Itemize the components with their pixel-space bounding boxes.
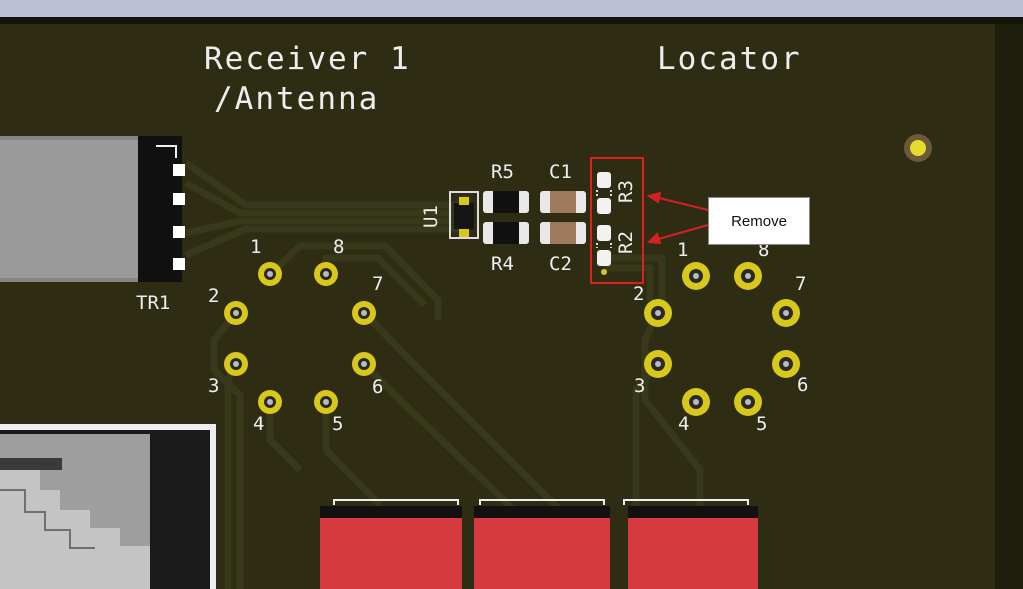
tr1-side [138, 136, 182, 282]
left-connector-pads [224, 262, 376, 414]
resistor-r4 [483, 222, 529, 244]
tr1-silk-corner [156, 145, 177, 158]
locator-title: Locator [657, 41, 802, 77]
resistor-r3-footprint [596, 172, 612, 214]
right-pin-label: 3 [634, 375, 646, 397]
left-pin-label: 4 [253, 413, 265, 435]
left-pin-label: 6 [372, 376, 384, 398]
mounting-pad [904, 134, 932, 162]
receiver-title-line1: Receiver 1 [204, 41, 411, 77]
right-pin-label: 7 [795, 273, 807, 295]
right-pin-label: 1 [677, 239, 689, 261]
refdes-c1: C1 [549, 161, 572, 183]
callout-arrows [646, 191, 709, 245]
remove-highlight-box [590, 157, 644, 284]
via [601, 269, 607, 275]
u1-pad [459, 197, 469, 205]
refdes-tr1: TR1 [136, 292, 171, 314]
red-button-1 [320, 499, 462, 589]
right-pin-label: 5 [756, 413, 768, 435]
tr1-body [0, 140, 138, 278]
right-pin-label: 2 [633, 283, 645, 305]
capacitor-c2 [540, 222, 586, 244]
bottom-connector [0, 424, 216, 589]
red-button-2 [474, 499, 610, 589]
remove-callout-label: Remove [708, 197, 810, 245]
refdes-r4: R4 [491, 253, 514, 275]
right-pin-label: 8 [758, 239, 770, 261]
resistor-r5 [483, 191, 529, 213]
u1-pad [459, 229, 469, 237]
right-pin-label: 4 [678, 413, 690, 435]
right-connector-pads [644, 262, 800, 416]
refdes-r3: R3 [614, 180, 637, 203]
left-pin-label: 8 [333, 236, 345, 258]
tr1-pins [173, 164, 185, 270]
refdes-u1: U1 [419, 205, 442, 228]
refdes-c2: C2 [549, 253, 572, 275]
u1-body [454, 203, 474, 229]
refdes-r5: R5 [491, 161, 514, 183]
left-pin-label: 3 [208, 375, 220, 397]
copper-traces-left [183, 160, 563, 589]
left-pin-label: 5 [332, 413, 344, 435]
refdes-r2: R2 [614, 231, 637, 254]
u1-outline [449, 191, 479, 239]
left-pin-label: 7 [372, 273, 384, 295]
capacitor-c1 [540, 191, 586, 213]
board-side [995, 24, 1023, 589]
receiver-title-line2: /Antenna [214, 81, 380, 117]
resistor-r2-footprint [596, 225, 612, 266]
left-pin-label: 2 [208, 285, 220, 307]
red-button-3 [623, 499, 758, 589]
right-pin-label: 6 [797, 374, 809, 396]
left-pin-label: 1 [250, 236, 262, 258]
